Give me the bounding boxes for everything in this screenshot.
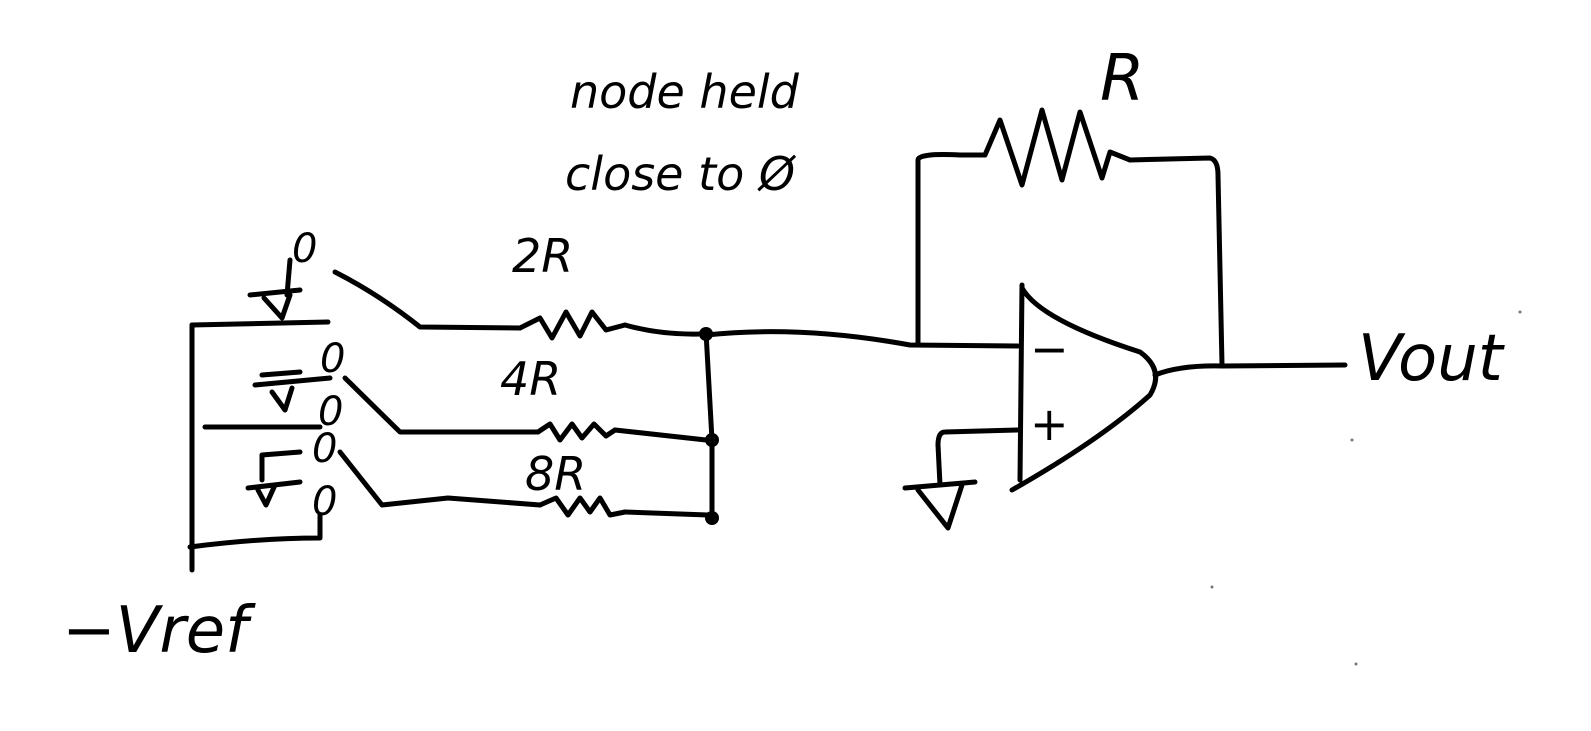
op-amp-inverting-input: −: [1030, 322, 1069, 376]
reference-rail-top: [189, 319, 331, 328]
resistor-4r-zigzag: [535, 421, 618, 443]
resistor-8r-wire-left: [337, 449, 543, 508]
switch-bottom-lower-contact: 0: [312, 479, 337, 525]
annotation-line-1: node held: [570, 65, 800, 119]
resistor-4r-wire-left: [342, 375, 541, 435]
resistor-8r-label: 8R: [525, 447, 586, 501]
ground-icon: [245, 449, 303, 508]
speck: [1354, 662, 1358, 666]
feedback-wire-right: [1127, 155, 1225, 368]
summing-node-top: [699, 327, 713, 341]
noninverting-wire: [935, 427, 1021, 488]
summing-node-middle: [705, 433, 719, 447]
resistor-2r-wire-right: [622, 322, 703, 337]
resistor-4r-wire-right: [612, 427, 709, 443]
speck: [1350, 438, 1354, 442]
resistor-2r-label: 2R: [512, 229, 573, 283]
switch-top-contact: 0: [292, 226, 317, 272]
resistor-2r-wire-left: [332, 269, 523, 331]
speck: [1210, 585, 1214, 589]
switch-middle-lower-contact: 0: [318, 389, 343, 435]
output-wire: [1152, 362, 1348, 378]
feedback-resistor-zigzag: [982, 107, 1133, 188]
op-amp-noninverting-input: +: [1030, 397, 1069, 451]
summing-node-wire: [703, 329, 1021, 349]
feedback-wire-left: [915, 152, 988, 348]
ground-icon: [247, 257, 303, 321]
speck: [1518, 310, 1522, 314]
op-amp-body: [1009, 282, 1159, 493]
ground-icon: [252, 369, 333, 413]
resistor-4r-label: 4R: [500, 352, 561, 406]
switch-bottom-upper-contact: 0: [312, 426, 337, 472]
reference-label: −Vref: [62, 594, 256, 668]
output-label: Vout: [1358, 322, 1506, 396]
annotation-line-2: close to Ø: [565, 147, 797, 201]
switch-middle-upper-contact: 0: [320, 336, 345, 382]
resistor-8r-zigzag: [537, 495, 628, 518]
resistor-2r-zigzag: [517, 309, 628, 341]
reference-rail-bottom: [187, 512, 323, 550]
feedback-resistor-label: R: [1100, 42, 1144, 116]
ground-icon: [902, 479, 978, 531]
resistor-8r-wire-right: [622, 509, 711, 518]
summing-bus: [703, 329, 715, 523]
